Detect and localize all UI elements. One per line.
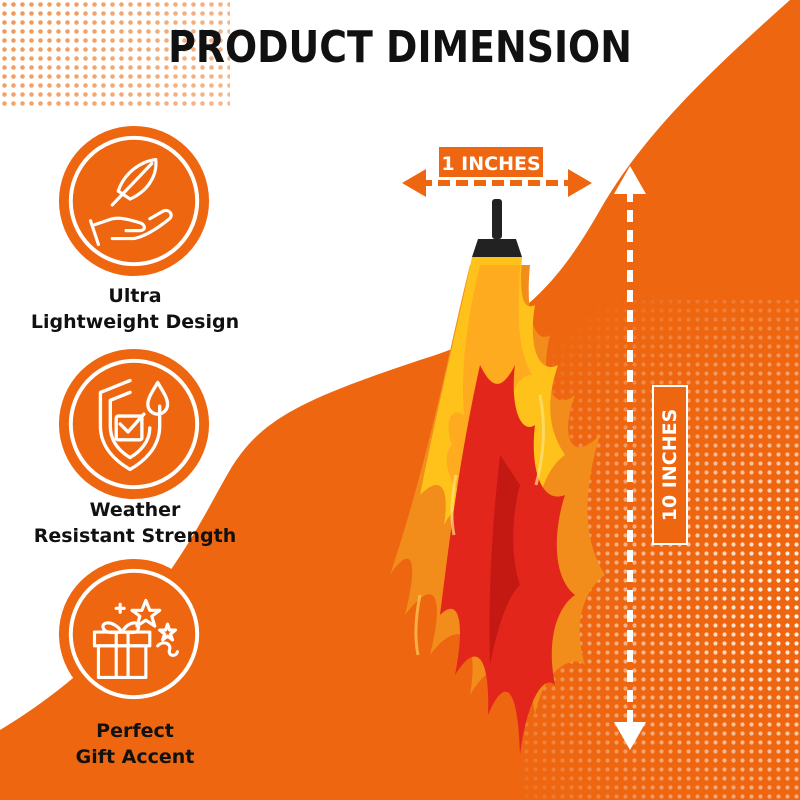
feature-gift-line2: Gift Accent: [75, 746, 195, 768]
feature-lightweight-line2: Lightweight Design: [30, 311, 240, 333]
feature-lightweight-label: Ultra Lightweight Design: [0, 283, 270, 335]
feature-weather-line1: Weather: [89, 499, 181, 521]
page-title: PRODUCT DIMENSION: [168, 22, 632, 73]
gift-box-stars-icon: [58, 558, 210, 710]
width-dimension-label: 1 INCHES: [437, 145, 545, 179]
height-dimension-text: 10 INCHES: [659, 408, 681, 522]
feature-gift-line1: Perfect: [96, 720, 174, 742]
feature-gift-label: Perfect Gift Accent: [0, 718, 270, 770]
shield-check-drop-icon: [58, 348, 210, 500]
feather-hand-icon: [58, 125, 210, 277]
feature-lightweight-line1: Ultra: [108, 285, 162, 307]
feature-weather-line2: Resistant Strength: [33, 525, 237, 547]
height-dimension-label: 10 INCHES: [652, 385, 688, 545]
feature-weather-label: Weather Resistant Strength: [0, 497, 270, 549]
flame-streamer-product-image: [390, 199, 605, 755]
